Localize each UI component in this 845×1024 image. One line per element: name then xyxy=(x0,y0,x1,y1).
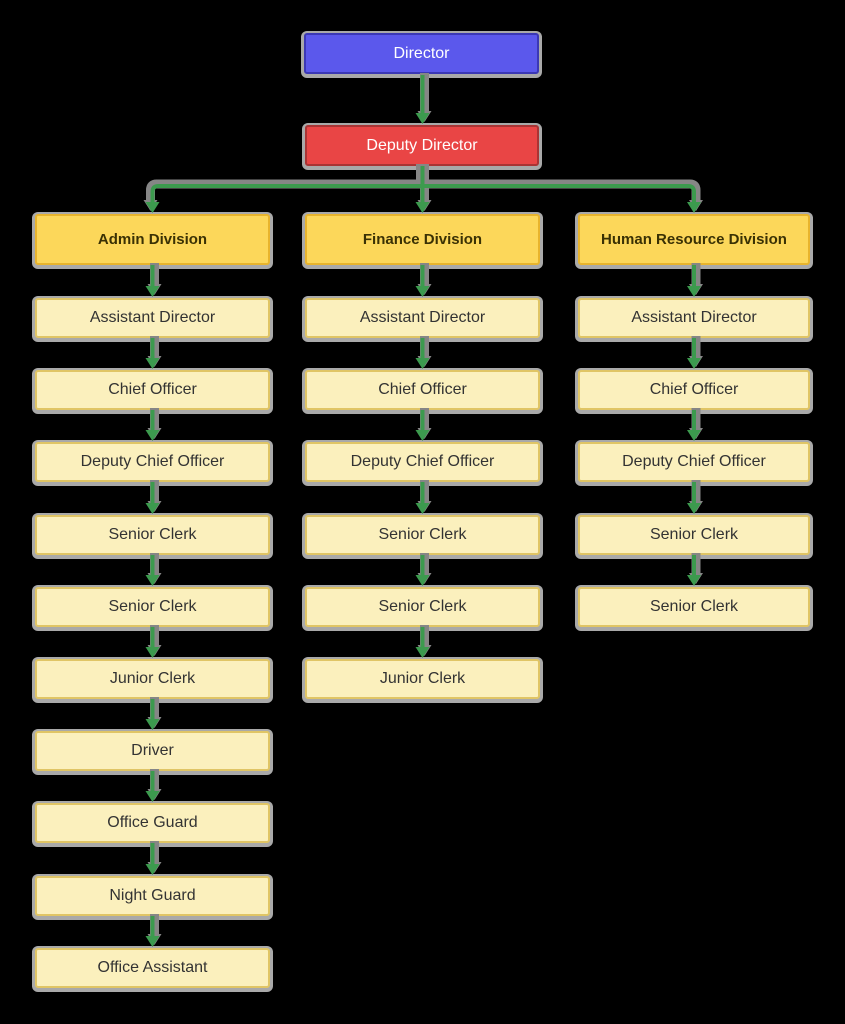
node-finance-role-chief-officer: Chief Officer xyxy=(305,370,540,410)
node-admin-role-junior-clerk: Junior Clerk xyxy=(35,659,270,699)
node-hr-role-chief-officer: Chief Officer xyxy=(578,370,810,410)
node-deputy-director: Deputy Director xyxy=(305,125,539,166)
node-director: Director xyxy=(304,33,539,74)
node-hr-division: Human Resource Division xyxy=(578,214,810,265)
node-finance-role-junior-clerk: Junior Clerk xyxy=(305,659,540,699)
node-finance-role-senior-clerk-1: Senior Clerk xyxy=(305,515,540,555)
node-finance-role-assistant-director: Assistant Director xyxy=(305,298,540,338)
node-finance-role-senior-clerk-2: Senior Clerk xyxy=(305,587,540,627)
node-finance-role-deputy-chief-officer: Deputy Chief Officer xyxy=(305,442,540,482)
node-admin-role-assistant-director: Assistant Director xyxy=(35,298,270,338)
node-hr-role-senior-clerk-1: Senior Clerk xyxy=(578,515,810,555)
node-admin-role-chief-officer: Chief Officer xyxy=(35,370,270,410)
node-finance-division: Finance Division xyxy=(305,214,540,265)
node-admin-role-night-guard: Night Guard xyxy=(35,876,270,916)
node-hr-role-senior-clerk-2: Senior Clerk xyxy=(578,587,810,627)
node-admin-role-senior-clerk-2: Senior Clerk xyxy=(35,587,270,627)
node-admin-role-deputy-chief-officer: Deputy Chief Officer xyxy=(35,442,270,482)
node-admin-role-office-guard: Office Guard xyxy=(35,803,270,843)
node-hr-role-assistant-director: Assistant Director xyxy=(578,298,810,338)
node-admin-division: Admin Division xyxy=(35,214,270,265)
node-hr-role-deputy-chief-officer: Deputy Chief Officer xyxy=(578,442,810,482)
node-admin-role-senior-clerk-1: Senior Clerk xyxy=(35,515,270,555)
node-admin-role-driver: Driver xyxy=(35,731,270,771)
node-admin-role-office-assistant: Office Assistant xyxy=(35,948,270,988)
